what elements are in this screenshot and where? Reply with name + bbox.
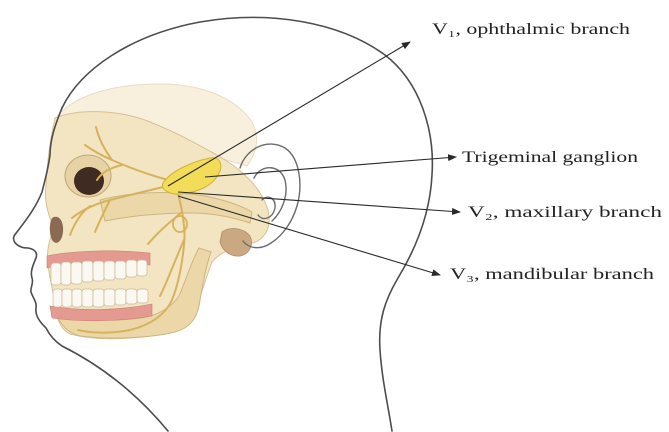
upper-tooth bbox=[104, 261, 115, 280]
upper-tooth bbox=[115, 261, 126, 279]
lower-tooth bbox=[62, 289, 72, 307]
labels: V₁, ophthalmic branch Trigeminal ganglio… bbox=[432, 21, 662, 283]
lower-tooth bbox=[72, 289, 82, 307]
lower-tooth bbox=[82, 289, 93, 307]
lower-tooth bbox=[115, 289, 126, 305]
label-ophthalmic-branch: V₁, ophthalmic branch bbox=[432, 21, 630, 38]
upper-tooth bbox=[137, 260, 147, 276]
neck-front-outline bbox=[62, 346, 168, 431]
label-mandibular-branch: V₃, mandibular branch bbox=[450, 266, 654, 283]
lower-tooth bbox=[53, 289, 62, 307]
upper-tooth bbox=[93, 261, 104, 281]
label-trigeminal-ganglion: Trigeminal ganglion bbox=[462, 149, 638, 166]
lower-tooth bbox=[93, 289, 104, 307]
upper-tooth bbox=[71, 262, 82, 284]
lower-tooth bbox=[137, 289, 148, 303]
lower-tooth bbox=[104, 289, 115, 306]
nasal-aperture bbox=[50, 217, 63, 243]
upper-tooth bbox=[61, 262, 71, 285]
upper-tooth bbox=[51, 263, 61, 285]
orbit-socket bbox=[74, 167, 104, 195]
label-maxillary-branch: V₂, maxillary branch bbox=[468, 204, 662, 221]
upper-tooth bbox=[126, 260, 137, 277]
lower-tooth bbox=[126, 289, 137, 304]
upper-tooth bbox=[82, 261, 93, 282]
